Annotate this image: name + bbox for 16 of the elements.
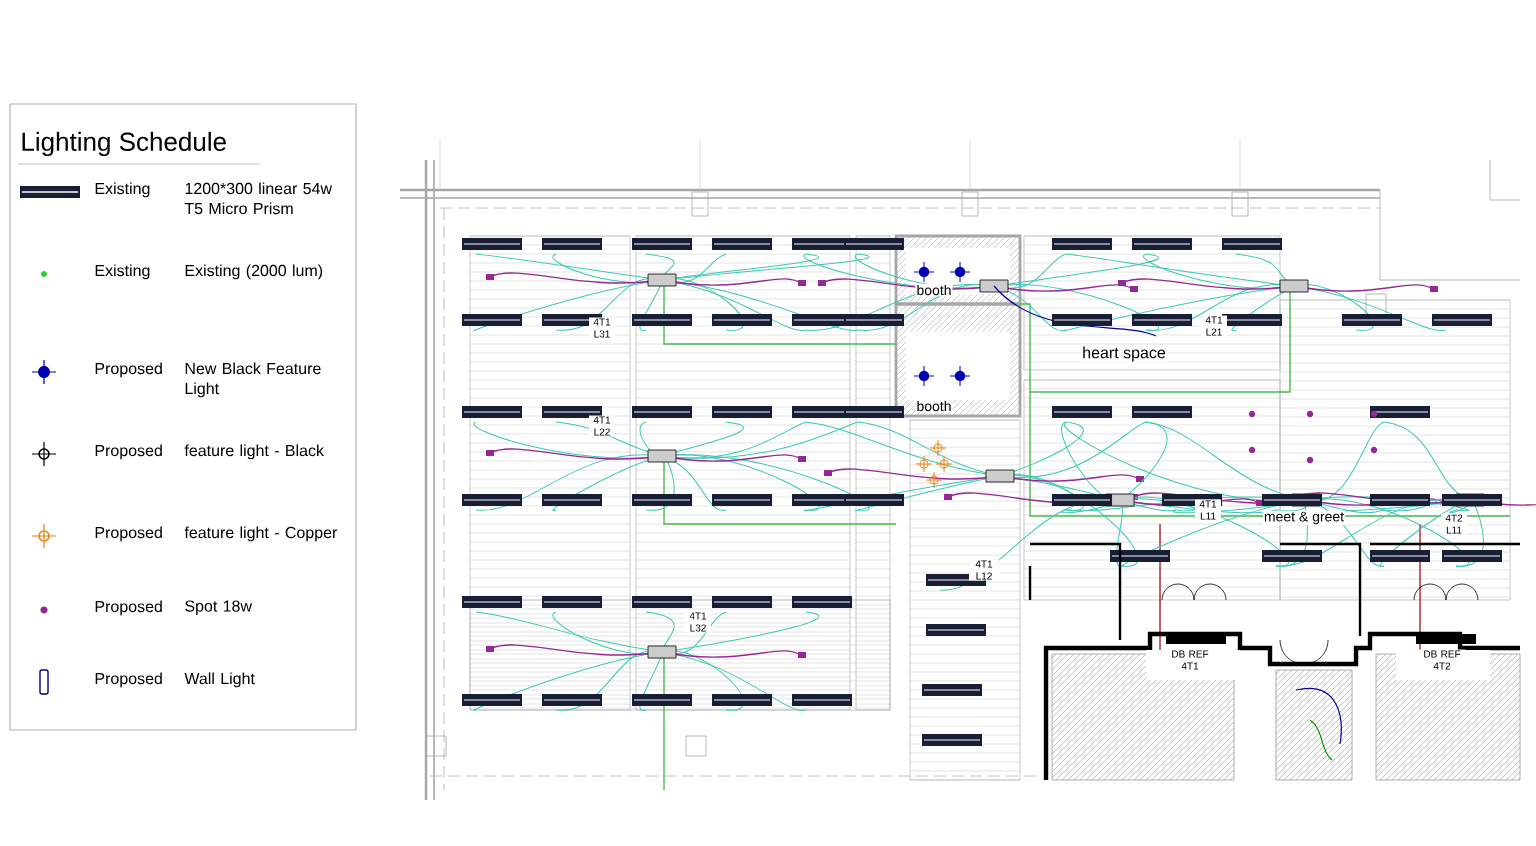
- legend-text: New Black Feature Light: [185, 362, 321, 398]
- status-label: Existing: [95, 264, 150, 280]
- status-label: Proposed: [95, 600, 162, 616]
- legend-text: 1200*300 linear 54w T5 Micro Prism: [184, 182, 333, 215]
- status-label: Proposed: [95, 672, 162, 688]
- status-label: Proposed: [95, 362, 162, 378]
- status-label: Proposed: [95, 444, 162, 460]
- legend-text: Existing (2000 lum): [185, 264, 323, 280]
- legend-text: feature light - Copper: [184, 526, 338, 542]
- legend-text: feature light - Black: [184, 444, 324, 460]
- legend-text: Spot 18w: [185, 600, 253, 615]
- status-label: Existing: [95, 182, 150, 198]
- room-label: heart space: [1081, 345, 1167, 363]
- legend-text: Wall Light: [184, 672, 255, 688]
- status-label: Proposed: [95, 526, 162, 542]
- legend-title: Lighting Schedule: [22, 131, 226, 157]
